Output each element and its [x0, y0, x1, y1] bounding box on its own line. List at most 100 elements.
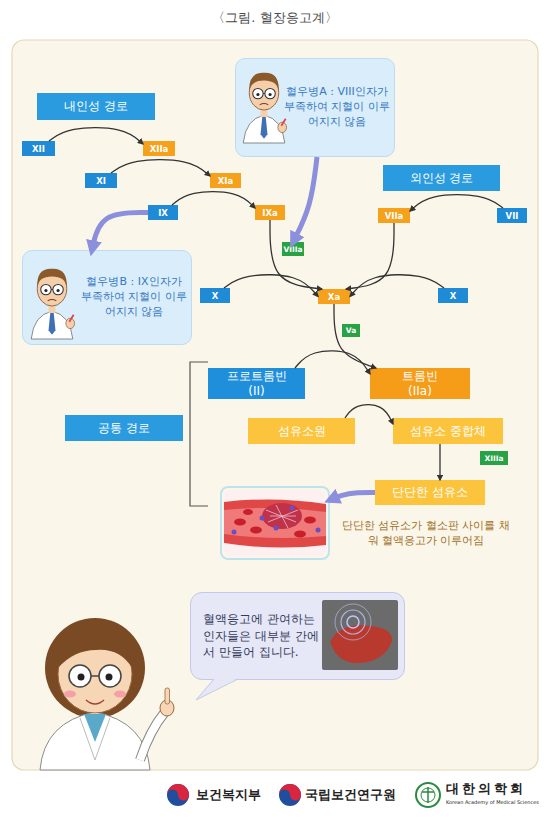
vessel-drawing: [316, 528, 321, 533]
hemophilia-callout: 혈우병A : VIII인자가 부족하여 지혈이 이루어지지 않음: [235, 58, 395, 157]
institute-logo: [279, 784, 301, 806]
doctor: [64, 691, 76, 698]
bubble-tail: [196, 678, 238, 700]
doctor: [80, 718, 110, 760]
vessel-drawing: [224, 508, 326, 538]
fibrin-box: 섬유소 중합체: [393, 418, 503, 444]
academy-logo: [416, 783, 440, 807]
fibrin-box: 단단한 섬유소: [375, 480, 485, 505]
inactive-factor: XII: [22, 141, 55, 156]
active-factor: XIIa: [143, 141, 175, 156]
active-factor: IXa: [255, 205, 285, 220]
doctor: [91, 675, 99, 677]
node-text: XI: [96, 176, 106, 186]
inactive-factor: X: [438, 288, 468, 303]
bubble-tail: [196, 678, 238, 700]
doctor: [58, 632, 132, 668]
node-text: X: [212, 291, 219, 301]
node-text: Va: [346, 326, 356, 335]
reaction-arrow: [410, 195, 503, 211]
node-text: Xa: [328, 292, 340, 302]
node-text: IXa: [262, 208, 277, 218]
reaction-arrow: [439, 444, 440, 480]
node-text: IX: [158, 208, 168, 218]
logo-text: 국립보건연구원: [305, 786, 396, 804]
cofactor-tag: Va: [342, 324, 360, 337]
node-text: VII: [506, 211, 519, 221]
cofactor-tag: VIIIa: [282, 242, 304, 256]
pointer-arrow: [293, 157, 317, 242]
node-text: VIIIa: [283, 245, 302, 254]
panel: [12, 40, 538, 770]
institute-logo: [279, 784, 301, 801]
academy-logo: [421, 788, 435, 802]
doctor: [40, 712, 150, 770]
doctor: [99, 665, 121, 687]
node-text: XII: [32, 144, 45, 154]
ministry-logo: [167, 784, 189, 806]
ministry-logo: [167, 784, 189, 806]
vessel-illustration: 단단한 섬유소가 혈소판 사이를 채워 혈액응고가 이루어짐: [220, 486, 330, 560]
fibrin-box: 섬유소원: [248, 418, 355, 444]
node-text: 프로트롬빈 (II): [221, 369, 293, 398]
pointer-arrow: [92, 213, 148, 251]
reaction-arrow: [49, 128, 143, 144]
doctor: [165, 688, 170, 704]
vessel-drawing: [224, 499, 326, 547]
inactive-factor: XI: [85, 173, 117, 188]
node-text: 트롬빈 (IIa): [394, 369, 446, 398]
node-text: 단단한 섬유소가 혈소판 사이를 채워 혈액응고가 이루어짐: [340, 518, 512, 549]
doctor: [106, 674, 113, 681]
pathway-band: 공통 경로: [65, 415, 183, 441]
doctor: [160, 700, 174, 716]
vessel-drawing: [304, 517, 316, 524]
pointer-arrow: [330, 493, 375, 501]
node-text: X: [450, 291, 457, 301]
doctor: [86, 700, 104, 704]
hemophilia-callout: 혈우병B : IX인자가 부족하여 지혈이 이루어지지 않음: [22, 250, 192, 345]
node-text: 외인성 경로: [410, 170, 474, 187]
node-text: 공통 경로: [98, 420, 150, 437]
logo-text: Korean Academy of Medical Sciences: [446, 799, 539, 805]
ministry-logo: [167, 784, 189, 800]
reaction-arrow: [295, 351, 370, 374]
node-text: XIIa: [150, 144, 169, 154]
common-pathway-bracket: [190, 362, 208, 506]
vessel-drawing: [243, 509, 253, 515]
reaction-arrow: [334, 304, 376, 368]
pathway-band: 외인성 경로: [383, 165, 500, 191]
doctor: [69, 665, 91, 687]
node-text: 내인성 경로: [64, 98, 128, 115]
reaction-arrow: [224, 275, 318, 297]
doctor: [78, 674, 85, 681]
node-text: XIa: [218, 176, 233, 186]
institute-logo: [279, 784, 301, 806]
node-text: 단단한 섬유소: [392, 484, 468, 501]
panel: [12, 40, 538, 770]
academy-logo: [422, 787, 434, 803]
vessel-drawing: [232, 530, 237, 535]
node-text: 섬유소 중합체: [410, 423, 486, 440]
figure-title: 〈그림. 혈장응고계〉: [0, 9, 550, 27]
academy-logo: [416, 783, 440, 807]
doctor: [45, 618, 145, 718]
reaction-arrow: [350, 275, 444, 297]
reaction-arrow: [346, 223, 394, 289]
doctor: [114, 691, 126, 698]
reaction-arrow: [270, 220, 322, 289]
node-text: 혈우병A : VIII인자가 부족하여 지혈이 이루어지지 않음: [284, 85, 390, 130]
vessel-drawing: [262, 503, 302, 529]
vessel-drawing: [290, 506, 295, 511]
doctor: [140, 712, 165, 760]
pathway-band: 내인성 경로: [37, 93, 155, 120]
doctor: [58, 635, 132, 713]
node-text: 혈우병B : IX인자가 부족하여 지혈이 이루어지지 않음: [81, 275, 187, 320]
node-text: 섬유소원: [278, 423, 326, 440]
vessel-drawing: [294, 531, 306, 538]
vessel-drawing: [266, 505, 298, 528]
speech-bubble: 혈액응고에 관여하는 인자들은 대부분 간에서 만들어 집니다.: [190, 592, 405, 680]
cofactor-tag: XIIIa: [480, 451, 508, 465]
doctor: [40, 618, 174, 770]
inactive-factor: X: [200, 288, 230, 303]
reaction-arrow: [111, 160, 210, 176]
